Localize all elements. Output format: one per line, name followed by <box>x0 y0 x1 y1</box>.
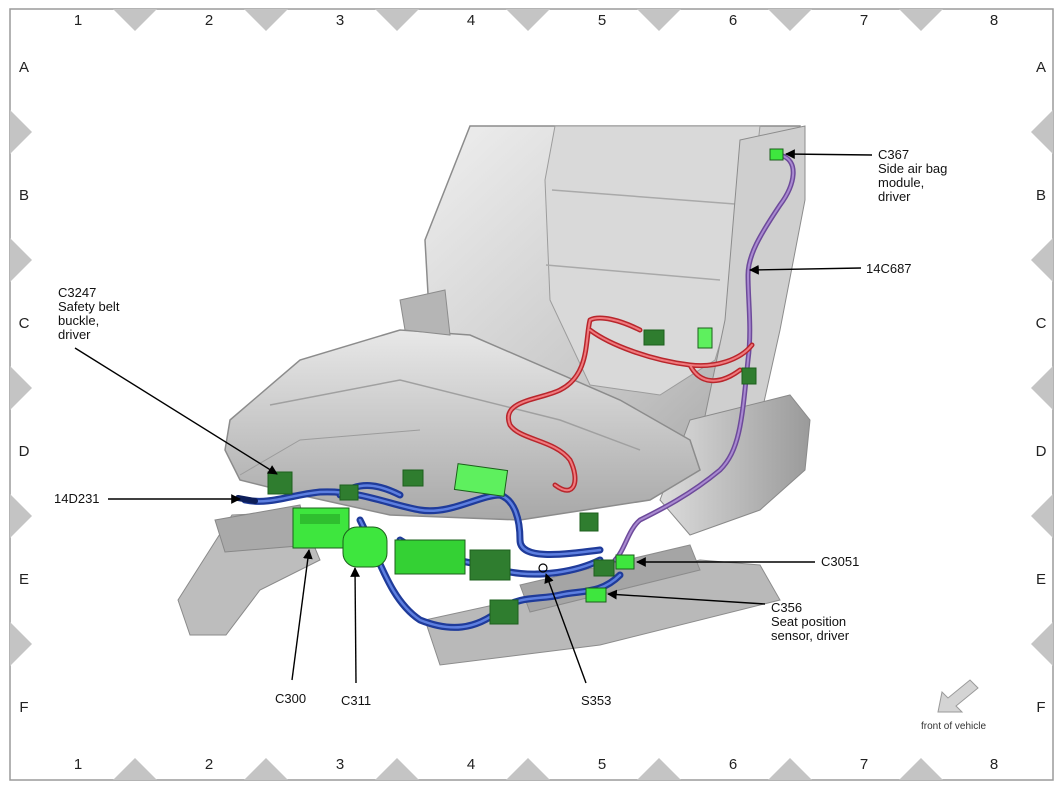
callout-c356-line1: Seat position <box>771 614 847 629</box>
grid-col-4-top: 4 <box>466 12 476 29</box>
grid-col-5-bottom: 5 <box>597 756 607 773</box>
callout-c3247-line2: buckle, <box>58 313 100 328</box>
leader-lines <box>74 149 873 684</box>
callout-c3247-id: C3247 <box>58 285 97 300</box>
callout-s353: S353 <box>581 693 612 708</box>
seat-illustration <box>177 125 811 666</box>
grid-col-7-bottom: 7 <box>859 756 869 773</box>
connector-c367 <box>769 148 784 161</box>
callout-c3051: C3051 <box>821 554 860 569</box>
grid-row-c-left: C <box>18 315 30 332</box>
connector-c356 <box>585 587 607 603</box>
callout-c356-id: C356 <box>771 600 803 615</box>
grid-col-6-bottom: 6 <box>728 756 738 773</box>
callout-c311: C311 <box>341 693 372 708</box>
front-of-vehicle-arrow-icon <box>937 679 979 713</box>
splice-s353 <box>538 563 548 573</box>
grid-row-a-right: A <box>1035 59 1046 76</box>
grid-col-2-top: 2 <box>204 12 214 29</box>
front-of-vehicle-label: front of vehicle <box>921 721 987 732</box>
grid-col-3-bottom: 3 <box>335 756 345 773</box>
grid-row-b-left: B <box>18 187 29 204</box>
grid-col-8-top: 8 <box>989 12 999 29</box>
wiring-harnesses <box>235 152 796 631</box>
grid-row-d-left: D <box>18 443 30 460</box>
callout-c367-line2: module, <box>878 175 925 190</box>
callout-c367-line3: driver <box>878 189 911 204</box>
grid-row-d-right: D <box>1035 443 1047 460</box>
grid-row-c-right: C <box>1035 315 1047 332</box>
grid-col-5-top: 5 <box>597 12 607 29</box>
grid-col-1-bottom: 1 <box>73 756 83 773</box>
grid-row-f-left: F <box>19 699 29 716</box>
callout-c3247-line3: driver <box>58 327 91 342</box>
grid-col-8-bottom: 8 <box>989 756 999 773</box>
frame-markers <box>10 9 1053 780</box>
callout-14c687: 14C687 <box>866 261 912 276</box>
connector-c3247 <box>267 471 293 495</box>
grid-col-7-top: 7 <box>859 12 869 29</box>
connector-c311 <box>342 526 388 568</box>
grid-col-4-bottom: 4 <box>466 756 476 773</box>
callout-c367: C367 Side air bag module, driver <box>878 148 947 204</box>
grid-col-2-bottom: 2 <box>204 756 214 773</box>
callout-14d231: 14D231 <box>54 491 100 506</box>
callout-c3247: C3247 Safety belt buckle, driver <box>58 286 119 342</box>
connectors <box>267 148 784 625</box>
grid-col-6-top: 6 <box>728 12 738 29</box>
grid-row-a-left: A <box>18 59 29 76</box>
grid-row-b-right: B <box>1035 187 1046 204</box>
seat-rail-base <box>424 559 781 666</box>
grid-col-1-top: 1 <box>73 12 83 29</box>
grid-row-e-right: E <box>1035 571 1046 588</box>
grid-row-e-left: E <box>18 571 29 588</box>
grid-col-3-top: 3 <box>335 12 345 29</box>
connector-c3051 <box>615 554 635 570</box>
callout-c3247-line1: Safety belt <box>58 299 120 314</box>
callout-c356: C356 Seat position sensor, driver <box>771 601 849 643</box>
callout-c300: C300 <box>275 691 307 706</box>
callout-c356-line2: sensor, driver <box>771 628 850 643</box>
callout-c367-line1: Side air bag <box>878 161 948 176</box>
grid-row-f-right: F <box>1036 699 1046 716</box>
callout-c367-id: C367 <box>878 147 910 162</box>
